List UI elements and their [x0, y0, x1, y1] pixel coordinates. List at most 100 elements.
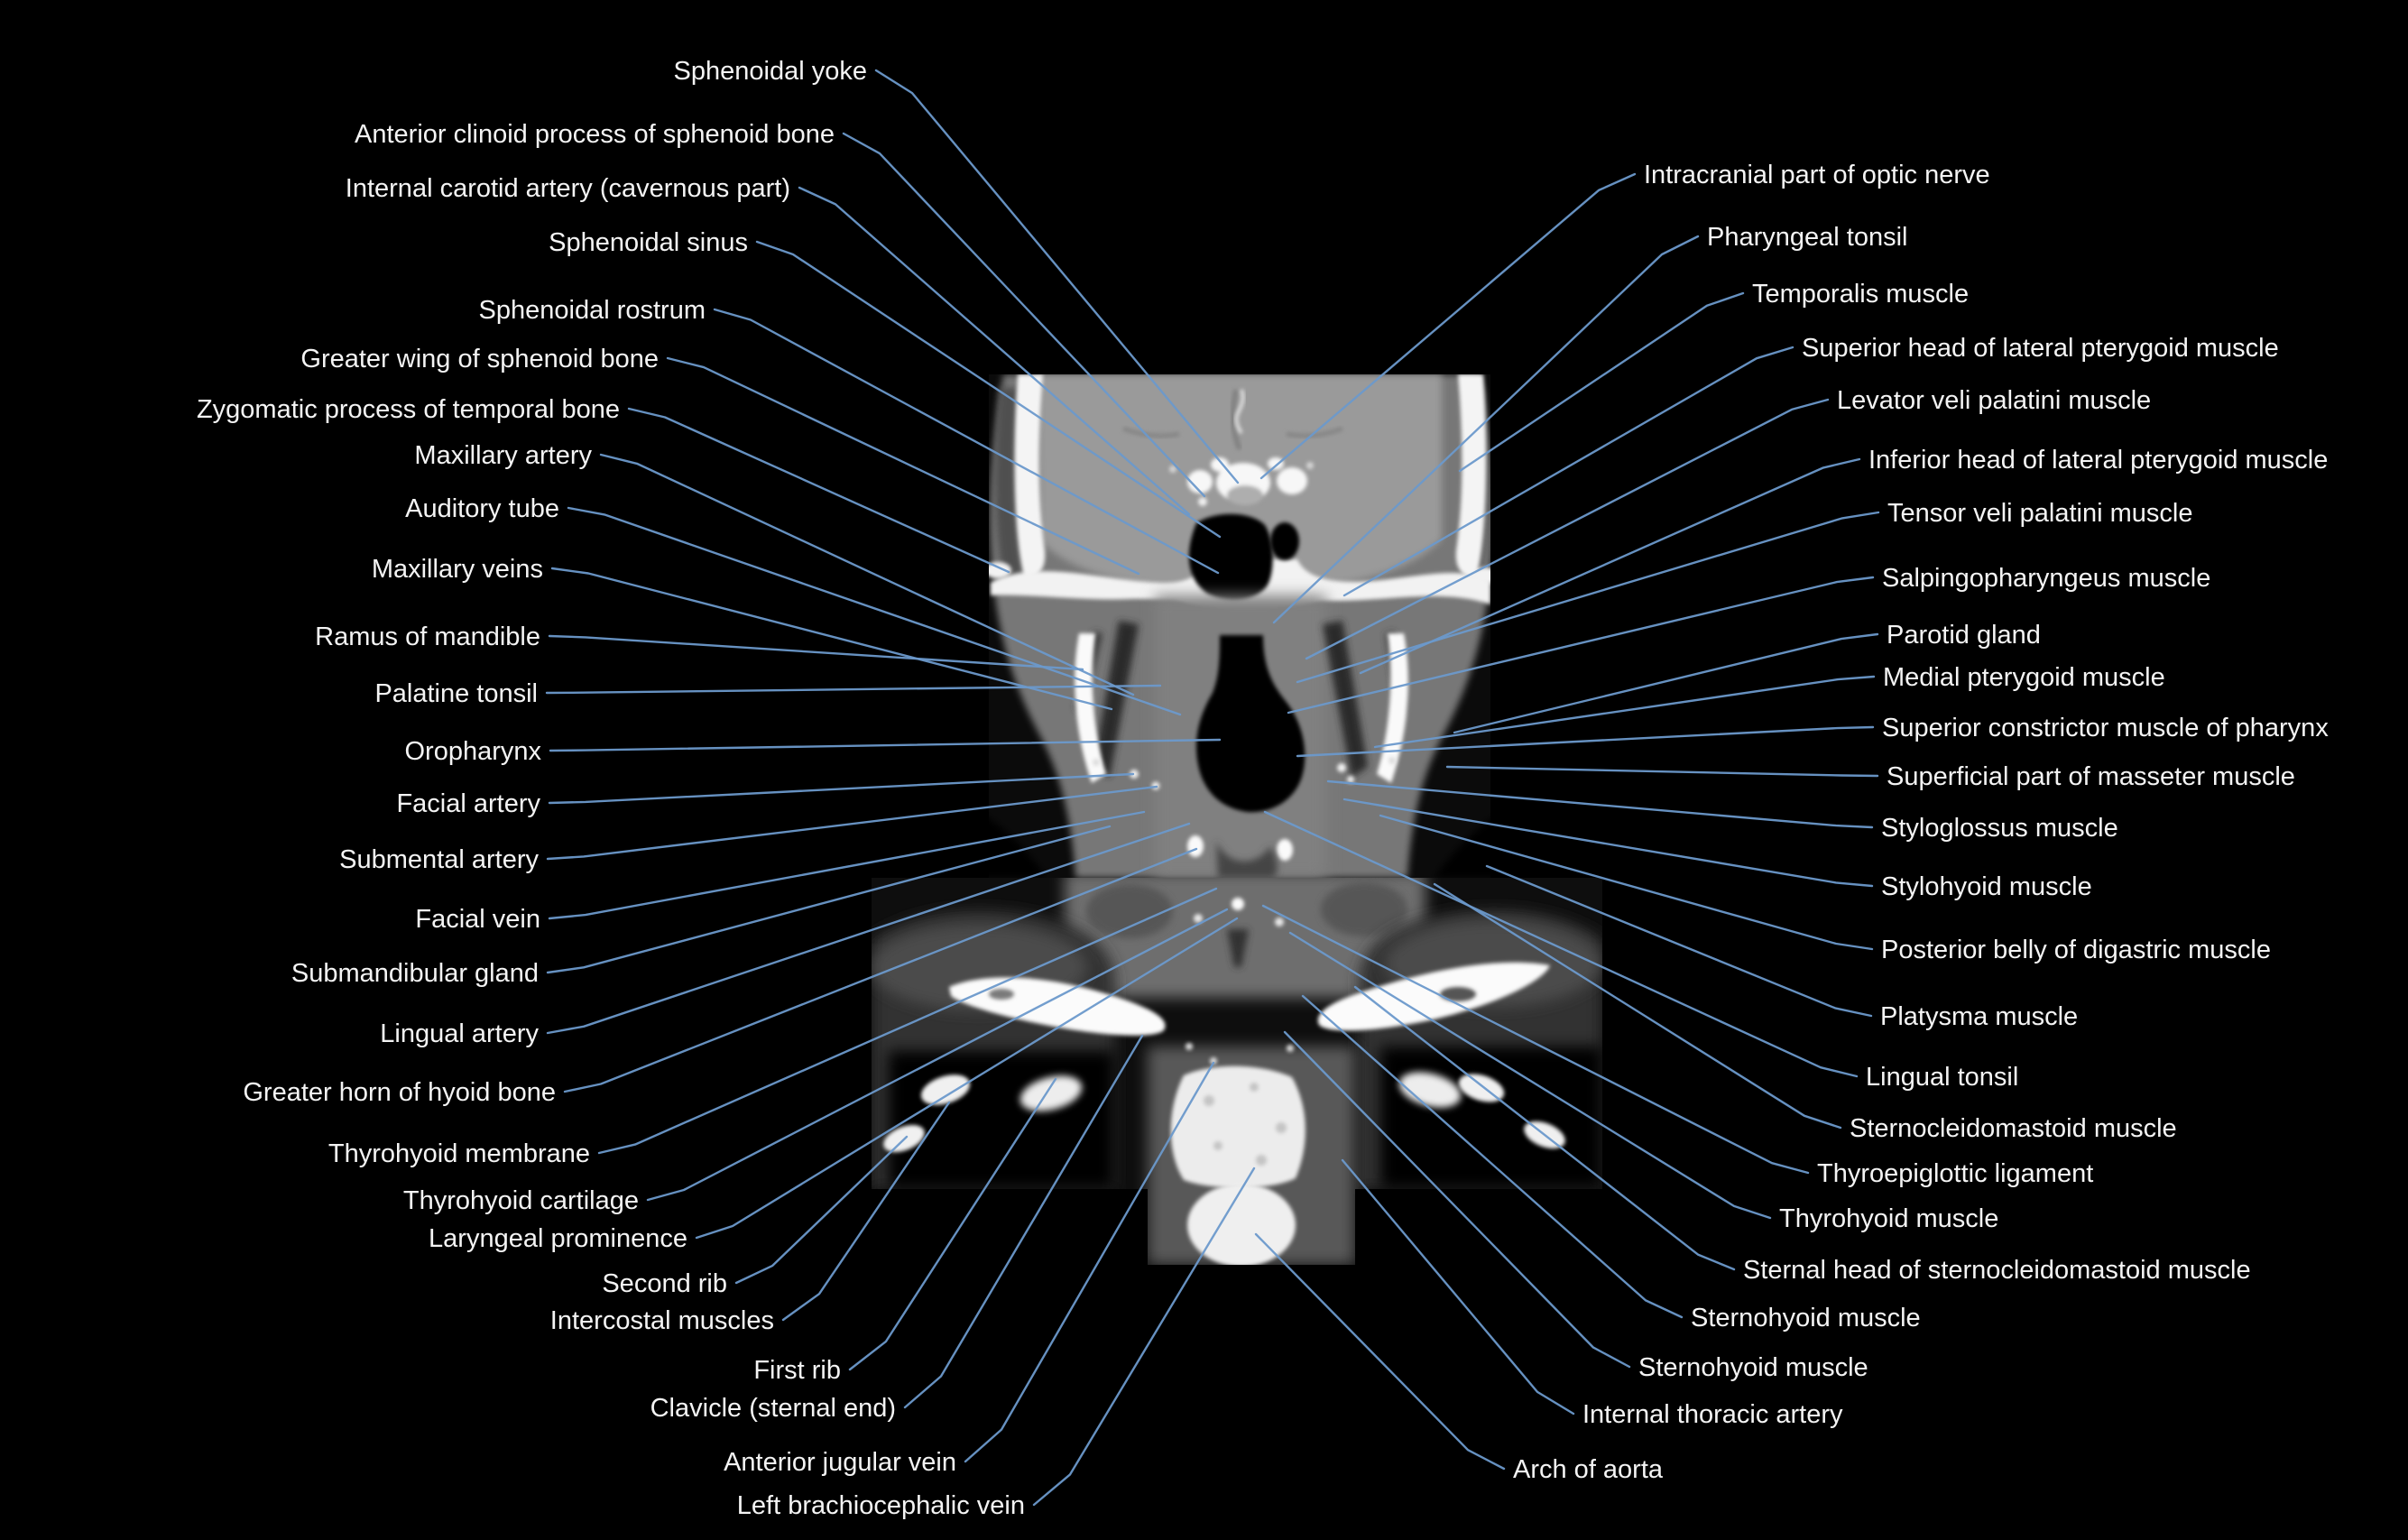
- clavicle-marrow-left: [989, 989, 1014, 1000]
- anatomy-label-palatine-tonsil[interactable]: Palatine tonsil: [374, 678, 540, 710]
- anatomy-label-inferior-head-of-lateral-pterygoid-muscle[interactable]: Inferior head of lateral pterygoid muscl…: [1868, 445, 2330, 476]
- anatomy-label-medial-pterygoid-muscle[interactable]: Medial pterygoid muscle: [1882, 662, 2167, 694]
- anatomy-label-submental-artery[interactable]: Submental artery: [338, 844, 540, 876]
- anatomy-label-platysma-muscle[interactable]: Platysma muscle: [1879, 1001, 2080, 1033]
- anatomy-label-superior-constrictor-muscle-of-pharynx[interactable]: Superior constrictor muscle of pharynx: [1881, 713, 2330, 744]
- anatomy-label-salpingopharyngeus-muscle[interactable]: Salpingopharyngeus muscle: [1881, 563, 2212, 595]
- anatomy-label-sphenoidal-sinus[interactable]: Sphenoidal sinus: [548, 227, 750, 259]
- leader-line-sphenoidal-yoke: [874, 69, 1240, 484]
- anatomy-label-anterior-clinoid-process-of-sphenoid-bone[interactable]: Anterior clinoid process of sphenoid bon…: [354, 119, 836, 151]
- anatomy-label-thyroepiglottic-ligament[interactable]: Thyroepiglottic ligament: [1816, 1158, 2095, 1190]
- anatomy-label-sphenoidal-yoke[interactable]: Sphenoidal yoke: [672, 56, 868, 88]
- anatomy-label-oropharynx[interactable]: Oropharynx: [403, 736, 543, 768]
- leader-line-sternal-head-of-sternocleidomastoid-muscle: [1353, 985, 1736, 1271]
- clavicle-right: [1317, 962, 1550, 1031]
- anatomy-label-lingual-tonsil[interactable]: Lingual tonsil: [1865, 1062, 2020, 1093]
- anatomy-label-superficial-part-of-masseter-muscle[interactable]: Superficial part of masseter muscle: [1886, 761, 2297, 793]
- sella-clinoid-complex: [1187, 457, 1307, 506]
- anatomy-label-maxillary-veins[interactable]: Maxillary veins: [370, 554, 544, 586]
- leader-line-medial-pterygoid-muscle: [1373, 675, 1876, 749]
- anatomy-label-sternocleidomastoid-muscle[interactable]: Sternocleidomastoid muscle: [1849, 1113, 2179, 1145]
- lung-apex-left: [889, 1051, 1114, 1189]
- leader-line-intercostal-muscles: [781, 1101, 951, 1322]
- leader-line-submandibular-gland: [546, 825, 1112, 974]
- anatomy-label-styloglossus-muscle[interactable]: Styloglossus muscle: [1880, 813, 2120, 844]
- leader-line-layer: [545, 69, 1880, 1507]
- infratemporal-fossa-left: [1093, 621, 1139, 778]
- anatomy-label-first-rib[interactable]: First rib: [752, 1355, 843, 1387]
- rib-first-left: [920, 1074, 971, 1105]
- leader-line-intracranial-part-of-optic-nerve: [1259, 172, 1637, 480]
- facial-vessel-dot: [1337, 763, 1346, 772]
- leader-line-posterior-belly-of-digastric-muscle: [1379, 814, 1874, 951]
- anatomy-label-thyrohyoid-membrane[interactable]: Thyrohyoid membrane: [327, 1139, 591, 1170]
- anatomy-label-sternohyoid-muscle[interactable]: Sternohyoid muscle: [1690, 1303, 1923, 1334]
- anatomy-label-ramus-of-mandible[interactable]: Ramus of mandible: [314, 622, 542, 653]
- thyroid-cartilage-dot: [1275, 918, 1284, 927]
- anatomy-label-posterior-belly-of-digastric-muscle[interactable]: Posterior belly of digastric muscle: [1880, 935, 2273, 966]
- anatomy-label-internal-thoracic-artery[interactable]: Internal thoracic artery: [1582, 1399, 1845, 1431]
- anatomy-label-clavicle-sternal-end[interactable]: Clavicle (sternal end): [649, 1393, 897, 1425]
- anatomy-label-facial-artery[interactable]: Facial artery: [395, 788, 542, 820]
- anatomy-label-facial-vein[interactable]: Facial vein: [414, 904, 542, 936]
- leader-line-stylohyoid-muscle: [1342, 798, 1874, 888]
- anatomy-label-laryngeal-prominence[interactable]: Laryngeal prominence: [428, 1223, 689, 1255]
- anatomy-label-intracranial-part-of-optic-nerve[interactable]: Intracranial part of optic nerve: [1643, 160, 1992, 191]
- anatomy-label-stylohyoid-muscle[interactable]: Stylohyoid muscle: [1880, 871, 2094, 903]
- anterior-jugular-dot: [1210, 1057, 1217, 1065]
- anatomy-label-thyrohyoid-muscle[interactable]: Thyrohyoid muscle: [1778, 1203, 2000, 1235]
- lung-apex-right: [1380, 1047, 1602, 1189]
- anatomy-label-sphenoidal-rostrum[interactable]: Sphenoidal rostrum: [477, 295, 706, 327]
- anatomy-label-greater-wing-of-sphenoid-bone[interactable]: Greater wing of sphenoid bone: [300, 344, 660, 375]
- rib-arc-right: [1398, 1072, 1462, 1108]
- vessel-dot: [1093, 759, 1100, 766]
- anatomy-label-left-brachiocephalic-vein[interactable]: Left brachiocephalic vein: [735, 1490, 1026, 1522]
- anatomy-label-parotid-gland[interactable]: Parotid gland: [1886, 620, 2043, 651]
- anatomy-label-intercostal-muscles[interactable]: Intercostal muscles: [549, 1305, 775, 1337]
- anatomy-label-pharyngeal-tonsil[interactable]: Pharyngeal tonsil: [1706, 222, 1909, 254]
- zygomatic-process-left: [989, 562, 1011, 578]
- anatomy-label-internal-carotid-artery-cavernous-part[interactable]: Internal carotid artery (cavernous part): [344, 173, 791, 205]
- anatomy-label-second-rib[interactable]: Second rib: [601, 1268, 729, 1300]
- anatomy-label-maxillary-artery[interactable]: Maxillary artery: [413, 440, 594, 472]
- anterior-cerebral-artery: [1234, 389, 1245, 435]
- anatomy-label-arch-of-aorta[interactable]: Arch of aorta: [1512, 1454, 1665, 1486]
- thyroid-notch-dot: [1232, 898, 1244, 910]
- ct-head-slab: [989, 374, 1490, 878]
- anatomy-label-greater-horn-of-hyoid-bone[interactable]: Greater horn of hyoid bone: [242, 1077, 558, 1109]
- zygomatic-process-right: [1472, 567, 1490, 584]
- anatomy-label-sternohyoid-muscle[interactable]: Sternohyoid muscle: [1638, 1352, 1870, 1384]
- rib-arc-left: [1019, 1075, 1083, 1111]
- leader-line-pharyngeal-tonsil: [1272, 235, 1700, 624]
- anatomy-label-submandibular-gland[interactable]: Submandibular gland: [290, 958, 540, 990]
- clavicle-marrow-right: [1440, 987, 1476, 1001]
- vessel-dot: [1306, 462, 1314, 469]
- leader-line-temporalis-muscle: [1458, 291, 1745, 473]
- anatomy-label-temporalis-muscle[interactable]: Temporalis muscle: [1751, 279, 1970, 310]
- leader-line-superior-head-of-lateral-pterygoid-muscle: [1342, 346, 1794, 597]
- brain-sulcus-left: [1122, 426, 1180, 438]
- anatomy-label-thyrohyoid-cartilage[interactable]: Thyrohyoid cartilage: [401, 1185, 640, 1217]
- anatomy-label-tensor-veli-palatini-muscle[interactable]: Tensor veli palatini muscle: [1887, 498, 2194, 530]
- vessel-dot: [1287, 1045, 1294, 1052]
- thyroid-cartilage-dot: [1194, 914, 1203, 923]
- anatomy-label-auditory-tube[interactable]: Auditory tube: [404, 493, 561, 525]
- leader-line-internal-thoracic-artery: [1341, 1158, 1575, 1416]
- vessel-dot: [1169, 466, 1176, 473]
- leader-line-sternohyoid-muscle: [1301, 994, 1684, 1319]
- leader-line-inferior-head-of-lateral-pterygoid-muscle: [1359, 457, 1861, 675]
- brain-sulcus-right: [1286, 426, 1343, 438]
- anatomy-label-zygomatic-process-of-temporal-bone[interactable]: Zygomatic process of temporal bone: [195, 394, 621, 426]
- anatomy-label-levator-veli-palatini-muscle[interactable]: Levator veli palatini muscle: [1836, 385, 2153, 417]
- leader-line-ramus-of-mandible: [548, 634, 1084, 671]
- skull-wall-left: [1014, 374, 1046, 579]
- anatomy-label-sternal-head-of-sternocleidomastoid-muscle[interactable]: Sternal head of sternocleidomastoid musc…: [1742, 1255, 2253, 1286]
- anatomy-label-lingual-artery[interactable]: Lingual artery: [379, 1019, 540, 1050]
- leader-line-lingual-artery: [546, 822, 1191, 1035]
- anatomy-label-anterior-jugular-vein[interactable]: Anterior jugular vein: [723, 1447, 958, 1479]
- leader-line-arch-of-aorta: [1254, 1232, 1506, 1471]
- anatomy-label-superior-head-of-lateral-pterygoid-muscle[interactable]: Superior head of lateral pterygoid muscl…: [1801, 333, 2281, 364]
